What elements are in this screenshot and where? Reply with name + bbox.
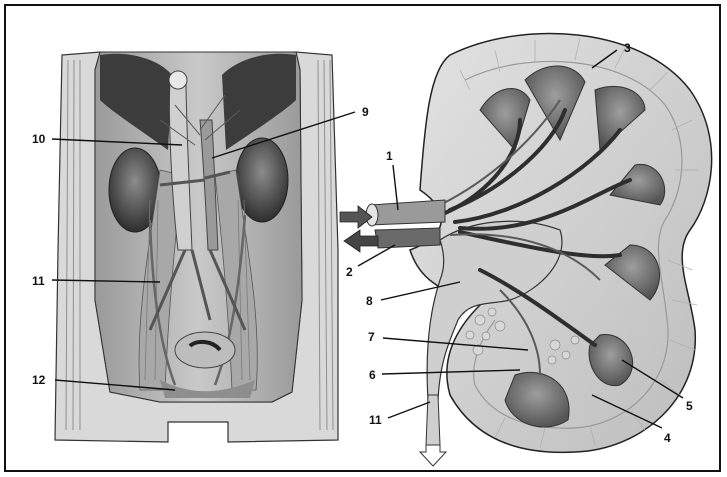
renal-vein-stub [375,228,440,248]
label-12: 12 [32,373,46,387]
renal-artery-stub [370,200,445,225]
urinary-bladder [175,332,235,368]
label-8: 8 [366,294,373,308]
label-1: 1 [386,149,393,163]
right-kidney [236,138,288,222]
label-6: 6 [369,368,376,382]
label-4: 4 [664,431,671,445]
kidney-section-illustration [340,33,712,466]
venous-outflow-arrow [344,230,378,252]
label-2: 2 [346,265,353,279]
label-10: 10 [32,132,46,146]
urine-outflow-arrow [420,445,446,466]
label-7: 7 [368,330,375,344]
label-11-left: 11 [32,274,45,288]
label-3: 3 [624,41,631,55]
label-11-right: 11 [369,413,382,427]
label-9: 9 [362,105,369,119]
label-5: 5 [686,399,693,413]
